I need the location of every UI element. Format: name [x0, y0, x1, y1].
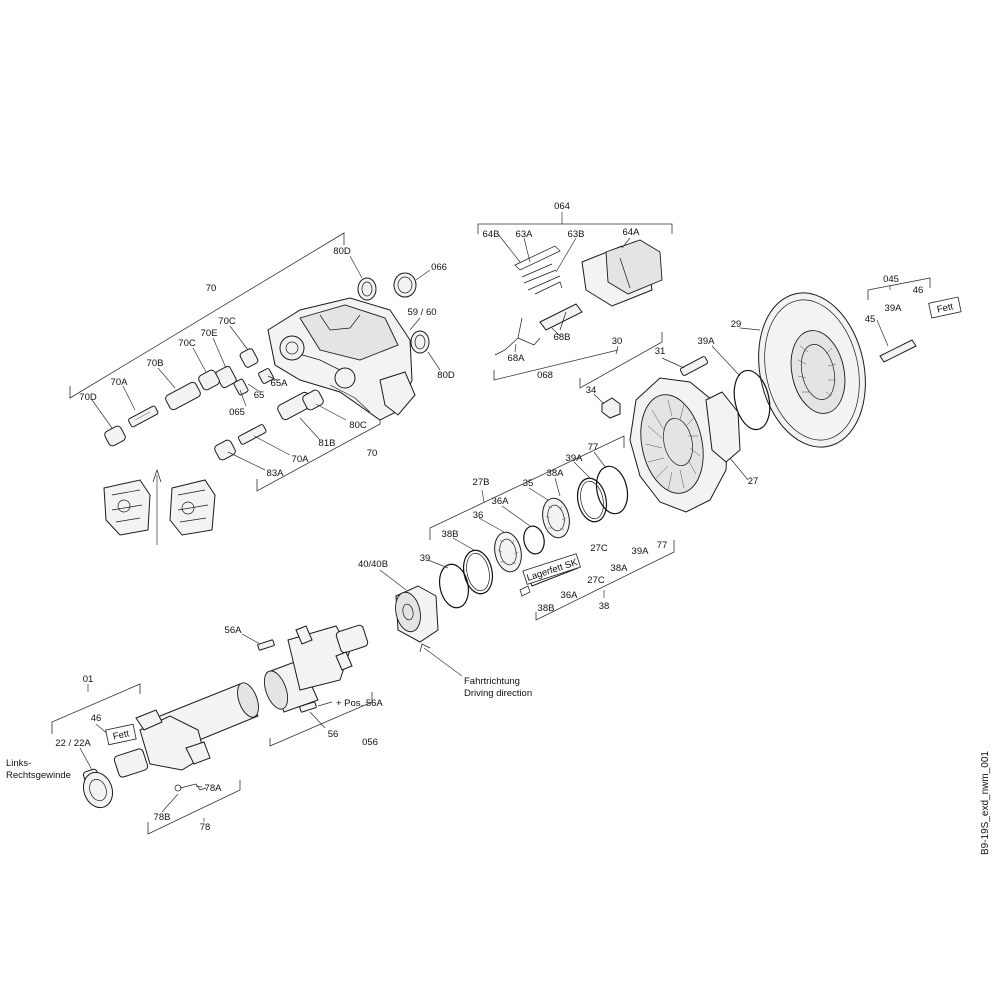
label-70-bottom: 70 [367, 448, 378, 459]
label-38A-upper: 38A [547, 468, 565, 479]
label-77-upper: 77 [588, 442, 599, 453]
label-65: 65 [254, 390, 265, 401]
label-fahrtrichtung: Fahrtrichtung [464, 676, 520, 687]
label-63B: 63B [568, 229, 585, 240]
label-68B: 68B [554, 332, 571, 343]
label-56: 56 [328, 729, 339, 740]
label-065: 065 [229, 407, 245, 418]
label-70A-lower: 70A [292, 454, 310, 465]
label-27B: 27B [473, 477, 490, 488]
fett-label-hub: Fett [936, 301, 955, 315]
label-27: 27 [748, 476, 759, 487]
label-80D-bottom: 80D [437, 370, 455, 381]
label-22-22A: 22 / 22A [55, 738, 91, 749]
fett-box-hub: Fett [928, 296, 962, 319]
label-39: 39 [420, 553, 431, 564]
label-39A-hub: 39A [698, 336, 716, 347]
fett-box-axle: Fett [105, 723, 137, 746]
label-068: 068 [537, 370, 553, 381]
label-066: 066 [431, 262, 447, 273]
label-links: Links- [6, 758, 31, 769]
label-68A: 68A [508, 353, 526, 364]
brake-pad-kit-group [477, 212, 673, 381]
label-056: 056 [362, 737, 378, 748]
label-45: 45 [865, 314, 876, 325]
stub-axle-group [51, 683, 241, 835]
label-35: 35 [523, 478, 534, 489]
label-38B-kit: 38B [538, 603, 555, 614]
label-27C-kit: 27C [587, 575, 605, 586]
label-77-kit: 77 [657, 540, 668, 551]
label-78B: 78B [154, 812, 171, 823]
document-id: B9-19S_exd_nwm_001 [980, 751, 991, 855]
hub-group [579, 332, 749, 513]
label-70A-upper: 70A [111, 377, 129, 388]
label-34: 34 [586, 385, 597, 396]
brake-disc-group [711, 277, 931, 448]
label-pos-56A: + Pos. 56A [336, 698, 383, 709]
label-65A: 65A [271, 378, 289, 389]
label-70B: 70B [147, 358, 164, 369]
label-70-top: 70 [206, 283, 217, 294]
label-56A: 56A [225, 625, 243, 636]
label-30: 30 [612, 336, 623, 347]
label-70E: 70E [201, 328, 218, 339]
caliper-group [69, 232, 441, 492]
label-81B: 81B [319, 438, 336, 449]
label-38A-kit: 38A [611, 563, 629, 574]
label-36: 36 [473, 510, 484, 521]
label-045: 045 [883, 274, 899, 285]
label-39A-bearing: 39A [566, 453, 584, 464]
label-36A-upper: 36A [492, 496, 510, 507]
lagerfett-box: Lagerfett SK [522, 553, 581, 585]
label-78: 78 [200, 822, 211, 833]
label-83A: 83A [267, 468, 285, 479]
hub-cap-group [379, 569, 463, 677]
caliper-orientation-views [103, 468, 216, 545]
label-70C-upper: 70C [218, 316, 236, 327]
label-46-axle: 46 [91, 713, 102, 724]
label-40-40B: 40/40B [358, 559, 388, 570]
label-36A-kit: 36A [561, 590, 579, 601]
label-064: 064 [554, 201, 570, 212]
label-80C: 80C [349, 420, 367, 431]
part-labels: 064 64B 63A 63B 64A 68A 68B 068 70 80D 0… [6, 201, 923, 833]
label-27C-upper: 27C [590, 543, 608, 554]
label-46-hub: 46 [913, 285, 924, 296]
label-63A: 63A [516, 229, 534, 240]
label-38B-upper: 38B [442, 529, 459, 540]
axle-section-group [149, 624, 373, 753]
label-driving-direction: Driving direction [464, 688, 532, 699]
label-29: 29 [731, 319, 742, 330]
label-59-60: 59 / 60 [407, 307, 436, 318]
label-01: 01 [83, 674, 94, 685]
label-70C-lower: 70C [178, 338, 196, 349]
label-78A: 78A [205, 783, 223, 794]
label-80D-top: 80D [333, 246, 351, 257]
label-64B: 64B [483, 229, 500, 240]
label-64A: 64A [623, 227, 641, 238]
label-rechtsgewinde: Rechtsgewinde [6, 770, 71, 781]
label-39A-kit: 39A [632, 546, 650, 557]
label-38-kit: 38 [599, 601, 610, 612]
label-39A-stud: 39A [885, 303, 903, 314]
label-31: 31 [655, 346, 666, 357]
label-70D: 70D [79, 392, 97, 403]
fett-label-axle: Fett [112, 728, 131, 742]
